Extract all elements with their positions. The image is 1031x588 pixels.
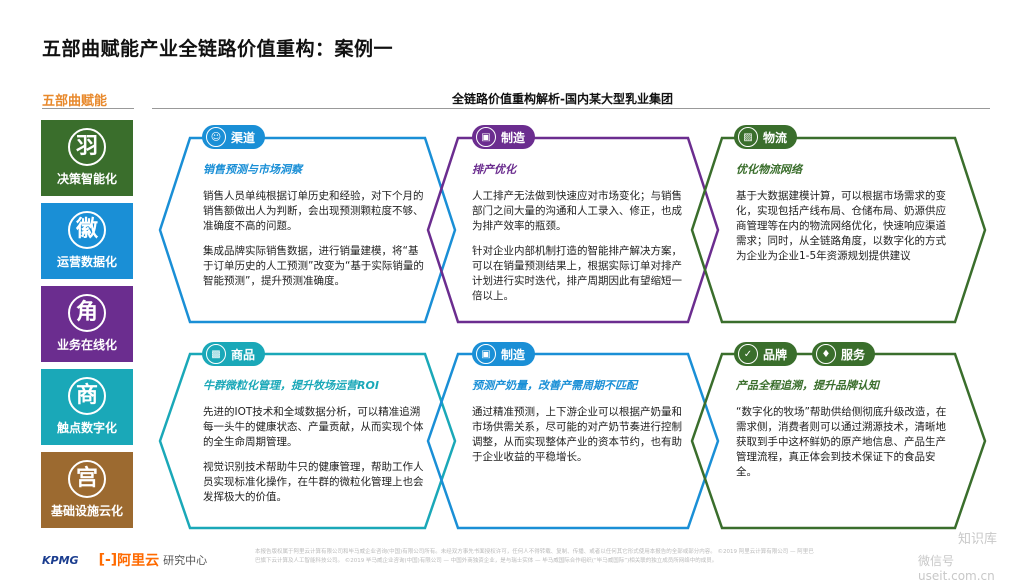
panel-paragraph: 针对企业内部机制打造的智能排产解决方案，可以在销量预测结果上，根据实际订单对排产… xyxy=(472,245,682,302)
aliyun-name: 阿里云 xyxy=(117,553,160,569)
panel-paragraph: 视觉识别技术帮助牛只的健康管理，帮助工作人员实现标准化操作，在牛群的微粒化管理上… xyxy=(203,461,424,503)
zhi-glyph-icon: 徽 xyxy=(68,211,106,249)
panel-subtitle: 预测产奶量，改善产需周期不匹配 xyxy=(472,379,637,392)
panel-subtitle: 牛群微粒化管理，提升牧场运营ROI xyxy=(203,379,379,392)
panel-paragraph: 人工排产无法做到快速应对市场变化；与销售部门之间大量的沟通和人工录入、修正，也成… xyxy=(472,190,682,232)
badge-brand: ✓ 品牌 xyxy=(734,342,798,366)
badge-channel: ☺ 渠道 xyxy=(202,125,266,149)
badge-logistics: ▨ 物流 xyxy=(734,125,798,149)
hex-frame-manufacture-top xyxy=(426,136,720,324)
box-icon: ▩ xyxy=(206,344,226,364)
panel-subtitle: 产品全程追溯，提升品牌认知 xyxy=(736,379,879,392)
tile-label: 决策智能化 xyxy=(56,172,117,186)
panel-subtitle: 优化物流网络 xyxy=(736,163,802,176)
badge-label: 物流 xyxy=(763,130,788,145)
tile-label: 基础设施云化 xyxy=(50,504,123,518)
handshake-icon: ♦ xyxy=(816,344,836,364)
yu-glyph-icon: 羽 xyxy=(68,128,106,166)
tile-business: 角 业务在线化 xyxy=(41,286,133,362)
tile-label: 触点数字化 xyxy=(56,421,117,435)
factory-icon: ▣ xyxy=(476,127,496,147)
badge-label: 商品 xyxy=(231,347,256,362)
page-title: 五部曲赋能产业全链路价值重构：案例一 xyxy=(42,38,394,60)
panel-manufacture-2: 预测产奶量，改善产需周期不匹配 通过精准预测，上下游企业可以根据产奶量和市场供需… xyxy=(472,378,690,475)
watermark-account: 微信号 useit.com.cn xyxy=(918,554,995,583)
panel-paragraph: 基于大数据建模计算，可以根据市场需求的变化，实现包括产线布局、仓储布局、奶源供应… xyxy=(736,190,946,262)
tile-label: 运营数据化 xyxy=(56,255,117,269)
panel-brand: 产品全程追溯，提升品牌认知 “数字化的牧场”帮助供给侧彻底升级改造，在需求侧，消… xyxy=(736,378,954,490)
hex-frame-manufacture-bottom xyxy=(426,352,720,530)
hex-frame-logistics xyxy=(690,136,987,324)
shang-glyph-icon: 商 xyxy=(68,377,106,415)
panel-logistics: 优化物流网络 基于大数据建模计算，可以根据市场需求的变化，实现包括产线布局、仓储… xyxy=(736,162,954,274)
panel-paragraph: 通过精准预测，上下游企业可以根据产奶量和市场供需关系，尽可能的对产奶节奏进行控制… xyxy=(472,406,682,463)
gong-glyph-icon: 宫 xyxy=(68,460,106,498)
shield-icon: ✓ xyxy=(738,344,758,364)
panel-product: 牛群微粒化管理，提升牧场运营ROI 先进的IOT技术和全域数据分析，可以精准追溯… xyxy=(203,378,425,515)
badge-label: 服务 xyxy=(841,347,866,362)
badge-manufacture-2: ▣ 制造 xyxy=(472,342,536,366)
footer-logos: KPMG [-] 阿里云 研究中心 xyxy=(42,550,207,570)
hex-frame-product xyxy=(158,352,457,530)
research-center-label: 研究中心 xyxy=(163,554,208,567)
panel-paragraph: 销售人员单纯根据订单历史和经验，对下个月的销售额做出人为判断，会出现预测颗粒度不… xyxy=(203,190,424,232)
badge-label: 渠道 xyxy=(231,130,256,145)
tile-decision: 羽 决策智能化 xyxy=(41,120,133,196)
tile-touchpoint: 商 触点数字化 xyxy=(41,369,133,445)
hex-frame-channel xyxy=(158,136,457,324)
watermark-title: 知识库 xyxy=(958,532,998,547)
panel-paragraph: “数字化的牧场”帮助供给侧彻底升级改造，在需求侧，消费者则可以通过溯源技术，清晰… xyxy=(736,406,947,478)
badge-label: 制造 xyxy=(501,130,526,145)
panel-paragraph: 集成品牌实际销售数据，进行销量建模，将“基于订单历史的人工预测”改变为“基于实际… xyxy=(203,245,424,287)
badge-product: ▩ 商品 xyxy=(202,342,266,366)
main-divider xyxy=(152,108,990,109)
panel-subtitle: 排产优化 xyxy=(472,163,516,176)
truck-icon: ▨ xyxy=(738,127,758,147)
badge-label: 品牌 xyxy=(763,347,788,362)
side-divider xyxy=(42,108,134,109)
panel-channel: 销售预测与市场洞察 销售人员单纯根据订单历史和经验，对下个月的销售额做出人为判断… xyxy=(203,162,425,299)
tile-label: 业务在线化 xyxy=(56,338,117,352)
panel-subtitle: 销售预测与市场洞察 xyxy=(203,163,302,176)
hex-frame-brand xyxy=(690,352,987,530)
panel-manufacture: 排产优化 人工排产无法做到快速应对市场变化；与销售部门之间大量的沟通和人工录入、… xyxy=(472,162,690,314)
tile-infrastructure: 宫 基础设施云化 xyxy=(41,452,133,528)
badge-manufacture: ▣ 制造 xyxy=(472,125,536,149)
badge-service: ♦ 服务 xyxy=(812,342,876,366)
aliyun-logo: [-] xyxy=(98,552,118,568)
tile-operations: 徽 运营数据化 xyxy=(41,203,133,279)
jue-glyph-icon: 角 xyxy=(68,294,106,332)
copyright-notice: 本报告版权属于阿里云计算有限公司和毕马威企业咨询(中国)有限公司所有。未经双方事… xyxy=(255,549,814,564)
side-heading: 五部曲赋能 xyxy=(42,94,108,109)
main-heading: 全链路价值重构解析-国内某大型乳业集团 xyxy=(452,92,673,106)
badge-label: 制造 xyxy=(501,347,526,362)
factory-icon: ▣ xyxy=(476,344,496,364)
users-icon: ☺ xyxy=(206,127,226,147)
panel-paragraph: 先进的IOT技术和全域数据分析，可以精准追溯每一头牛的健康状态、产量贡献，从而实… xyxy=(203,406,424,448)
kpmg-logo: KPMG xyxy=(42,553,79,567)
